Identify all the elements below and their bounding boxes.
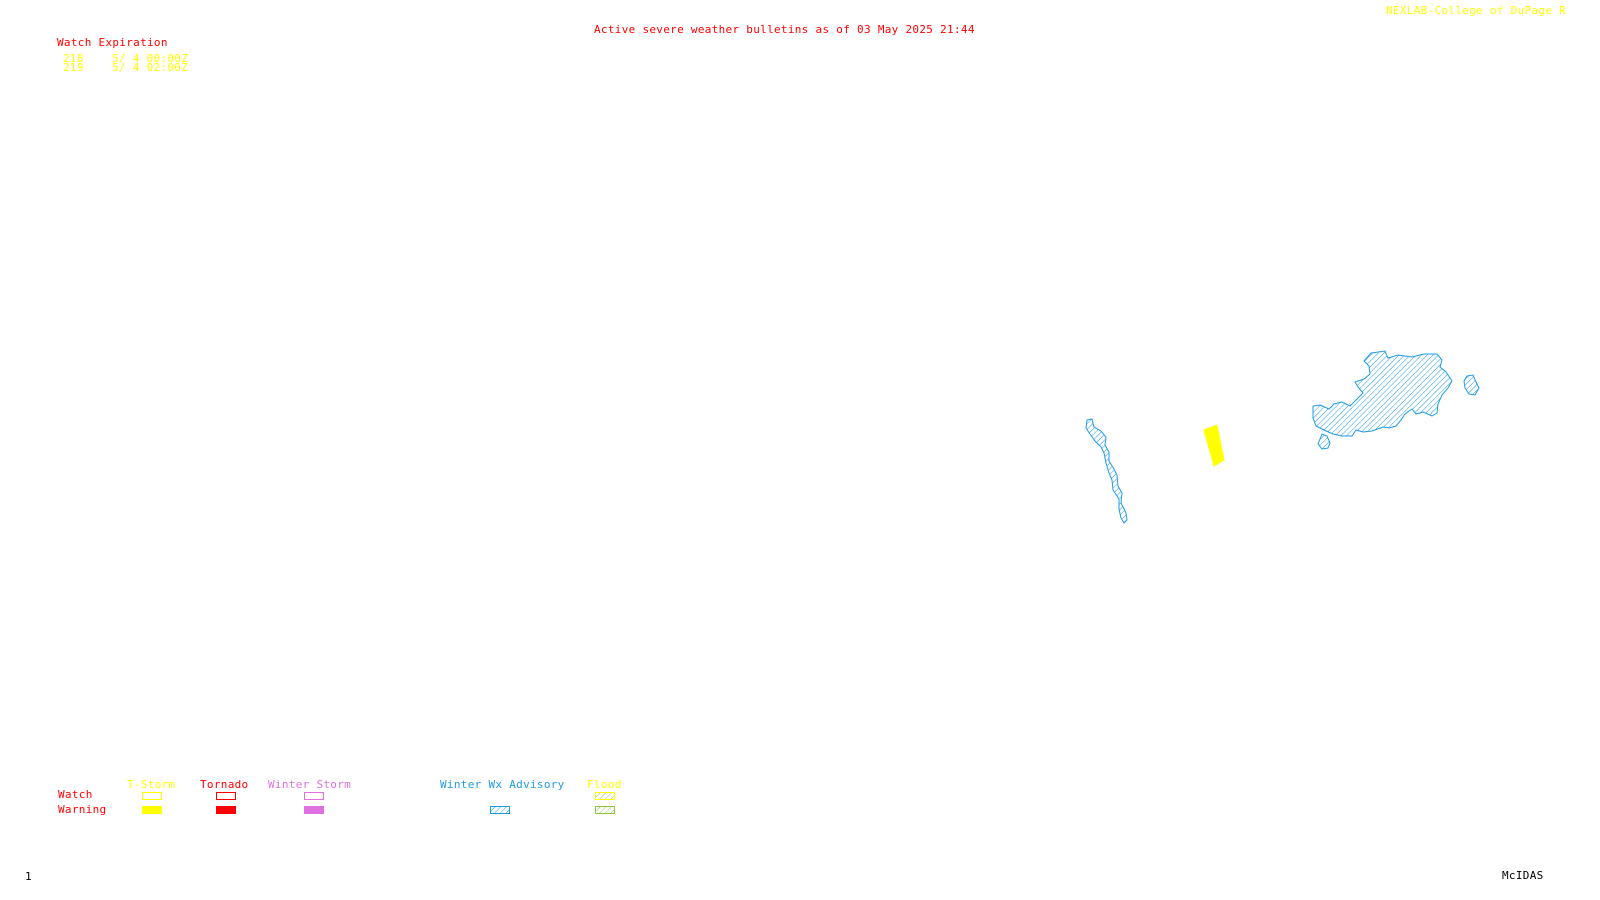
winter-storm-watch-swatch (304, 792, 324, 800)
winter-storm-warning-swatch (304, 806, 324, 814)
winter-advisory-area (1317, 433, 1331, 450)
frame-number: 1 (25, 870, 32, 883)
watch-number: 218 (63, 52, 84, 65)
software-label: McIDAS (1502, 869, 1544, 882)
legend-tornado-label: Tornado (200, 778, 249, 791)
watch-expiration-heading: Watch Expiration (57, 36, 168, 49)
watch-expiry: 5/ 4 00:00Z (112, 52, 189, 65)
legend-flood-label: Flood (587, 778, 622, 791)
page-title: Active severe weather bulletins as of 03… (594, 23, 975, 36)
winter-advisory-area (1463, 374, 1480, 396)
winter-advisory-area (1312, 350, 1453, 437)
flood-warning-swatch (595, 806, 615, 814)
credit-label: NEXLAB-College of DuPage R (1386, 4, 1566, 17)
flood-watch-swatch (595, 792, 615, 800)
winter-advisory-swatch (490, 806, 510, 814)
tstorm-warning-swatch (142, 806, 162, 814)
legend-watch-label: Watch (58, 788, 93, 801)
legend-winter-advisory-label: Winter Wx Advisory (440, 778, 565, 791)
legend-tstorm-label: T-Storm (127, 778, 176, 791)
tstorm-watch-swatch (142, 792, 162, 800)
legend-warning-label: Warning (58, 803, 107, 816)
legend-winter-storm-label: Winter Storm (268, 778, 352, 791)
watch-number: 219 (63, 61, 84, 74)
winter-advisory-area (1085, 418, 1128, 524)
tornado-warning-swatch (216, 806, 236, 814)
tstorm-warning-area (1203, 424, 1225, 467)
watch-expiry: 5/ 4 02:00Z (112, 61, 189, 74)
tornado-watch-swatch (216, 792, 236, 800)
